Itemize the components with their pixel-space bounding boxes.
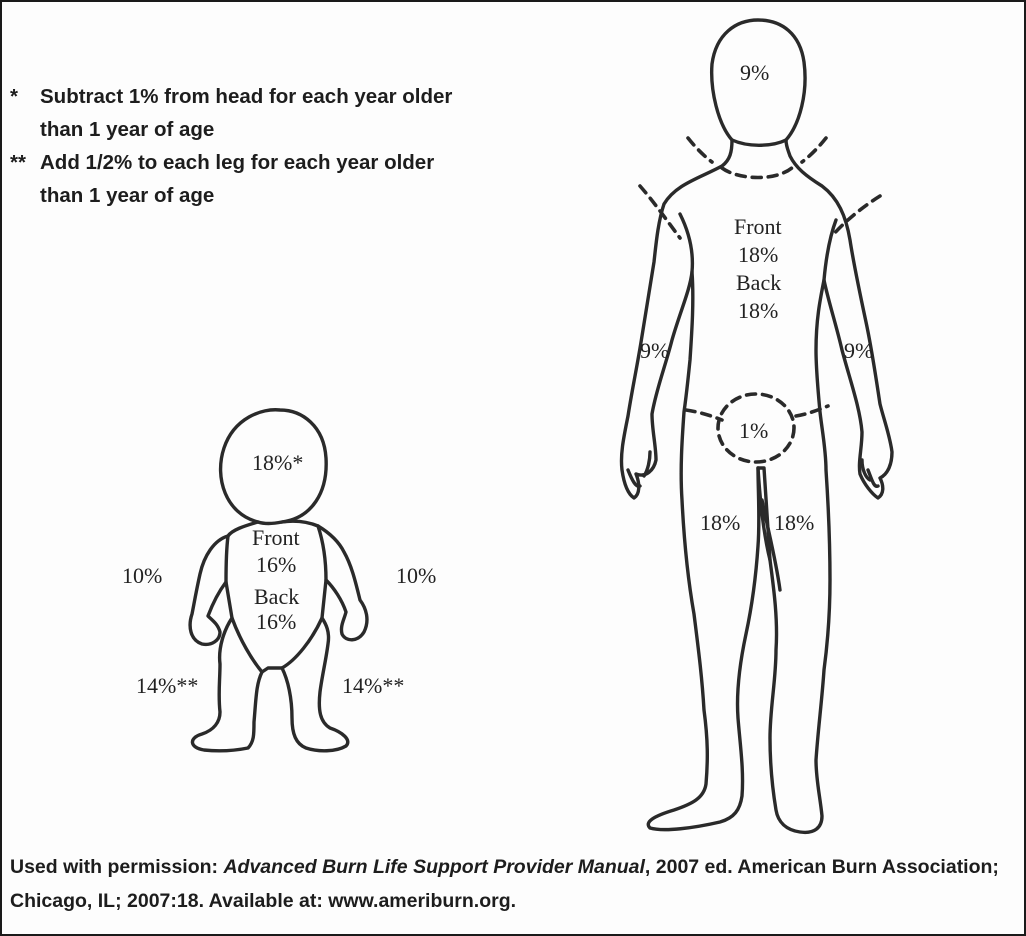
infant-front-percent: 16% — [256, 552, 296, 577]
adult-right-shoulder-dashed-line — [832, 196, 880, 236]
adult-right-arm-inner-line — [824, 220, 836, 280]
infant-right-leg-label: 14%** — [342, 673, 404, 698]
infant-back-label: Back — [254, 584, 299, 609]
adult-back-percent: 18% — [738, 298, 778, 323]
citation-prefix: Used with permission: — [10, 856, 223, 878]
infant-figure: 18%* Front 16% Back 16% 10% 10% 14%** 14… — [122, 410, 436, 751]
adult-neck-dashed-line — [722, 166, 794, 178]
adult-left-arm-inner-line — [680, 214, 692, 272]
adult-back-label: Back — [736, 270, 781, 295]
infant-left-leg-label: 14%** — [136, 673, 198, 698]
infant-front-label: Front — [252, 525, 300, 550]
adult-front-label: Front — [734, 214, 782, 239]
adult-right-leg-label: 18% — [774, 510, 814, 535]
adult-left-leg-label: 18% — [700, 510, 740, 535]
adult-right-arm-label: 9% — [844, 338, 873, 363]
adult-figure: 9% Front 18% Back 18% 9% 9% 1% 18% 18% — [621, 20, 892, 832]
source-citation: Used with permission: Advanced Burn Life… — [10, 850, 1010, 918]
adult-right-neck-dashed-tick — [802, 138, 826, 162]
adult-head-label: 9% — [740, 60, 769, 85]
adult-front-percent: 18% — [738, 242, 778, 267]
infant-left-arm-label: 10% — [122, 563, 162, 588]
adult-genital-label: 1% — [739, 418, 768, 443]
infant-right-arm-label: 10% — [396, 563, 436, 588]
citation-title: Advanced Burn Life Support Provider Manu… — [223, 856, 644, 878]
adult-left-arm-label: 9% — [640, 338, 669, 363]
infant-head-label: 18%* — [252, 450, 303, 475]
adult-left-neck-dashed-tick — [688, 138, 712, 162]
infant-back-percent: 16% — [256, 609, 296, 634]
